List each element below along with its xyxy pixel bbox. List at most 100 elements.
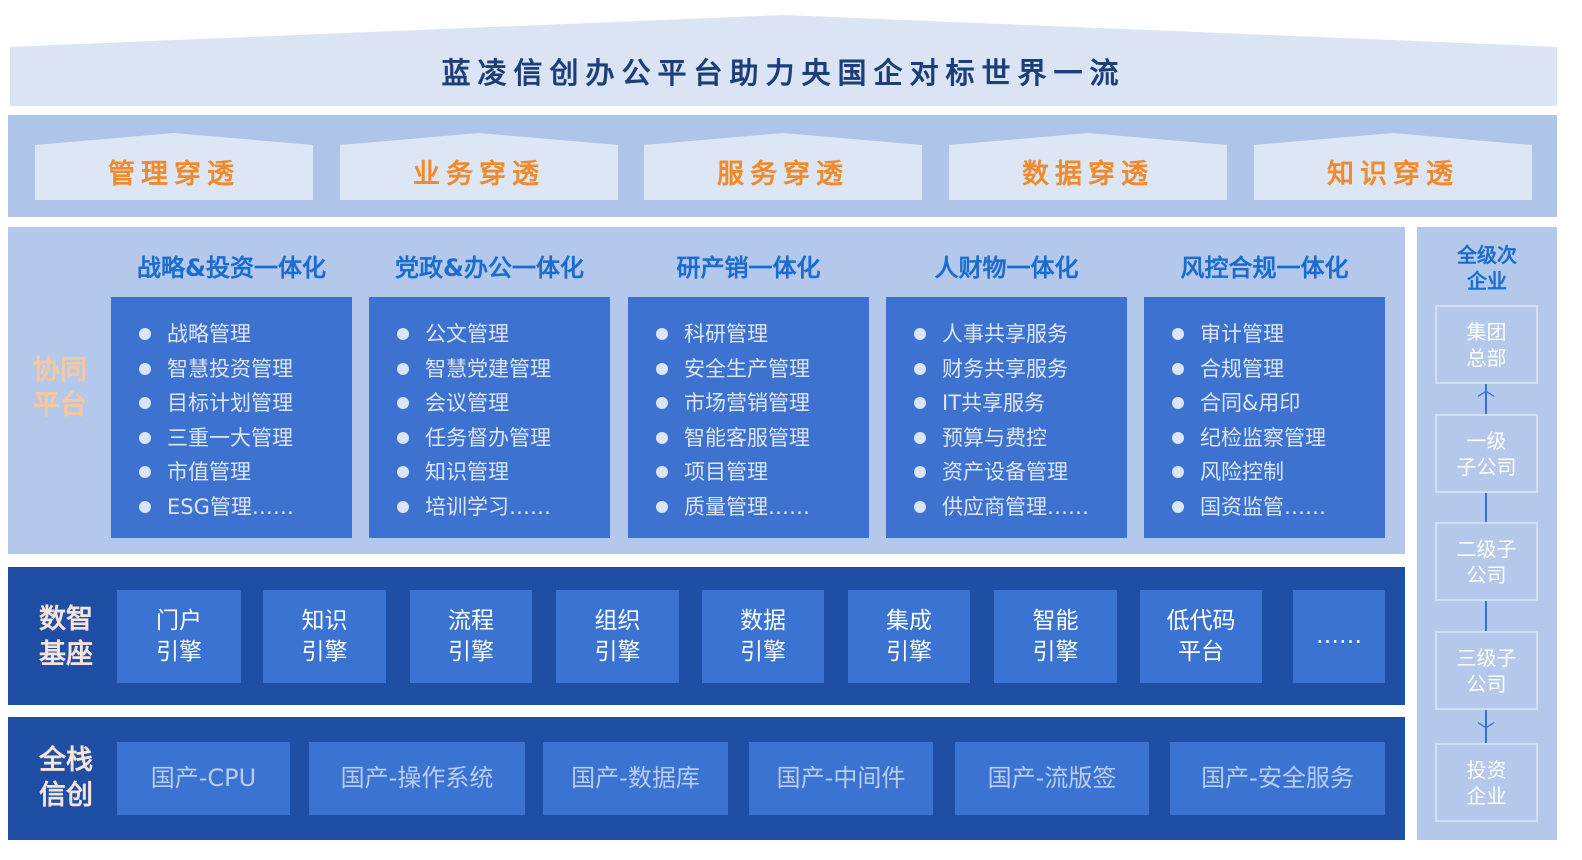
list-item: 纪检监察管理 <box>1172 421 1385 456</box>
item-label: 人事共享服务 <box>942 322 1068 346</box>
column-title: 人财物一体化 <box>934 254 1079 282</box>
label-line: 一级 <box>1466 428 1507 453</box>
item-label: 财务共享服务 <box>942 356 1068 381</box>
list-item: 供应商管理…… <box>914 490 1127 525</box>
hierarchy-level: 三级子公司 <box>1435 631 1538 710</box>
list-item: 财务共享服务 <box>914 352 1127 387</box>
engine-label: 知识引擎 <box>302 606 348 668</box>
item-label: 会议管理 <box>425 391 509 415</box>
hierarchy-title: 全级次企业 <box>1417 242 1557 294</box>
engine-cell: 数据引擎 <box>702 590 824 683</box>
list-item: 会议管理 <box>397 386 610 421</box>
arrow-down-icon: ﹀ <box>1477 721 1495 742</box>
engine-label: 门户引擎 <box>156 606 202 668</box>
collab-platform-label: 协同平台 <box>22 353 98 423</box>
pillar-management: 管理穿透 <box>35 133 313 200</box>
bullet-icon <box>656 500 668 513</box>
label-line: 投资 <box>1466 757 1507 782</box>
label-line: 二级子 <box>1456 536 1517 561</box>
label-line: 集团 <box>1466 319 1507 344</box>
hierarchy-section <box>1417 227 1557 840</box>
bullet-icon <box>656 397 668 410</box>
item-label: 三重一大管理 <box>167 425 293 450</box>
label-line: 流程 <box>448 607 494 634</box>
bullet-icon <box>397 328 409 341</box>
pillar-business: 业务穿透 <box>340 133 618 200</box>
label-line: 协同 <box>33 355 87 386</box>
label-line: 集成 <box>886 607 932 634</box>
engine-label: 集成引擎 <box>886 606 932 668</box>
label-line: 企业 <box>1467 269 1507 293</box>
bullet-icon <box>139 328 151 341</box>
list-item: 战略管理 <box>139 317 352 352</box>
item-label: 公文管理 <box>425 322 509 346</box>
label-line: 引擎 <box>156 638 202 665</box>
bullet-icon <box>914 362 926 375</box>
label-line: 信创 <box>39 780 93 811</box>
label-line: 数据 <box>740 607 786 634</box>
engine-cell: 流程引擎 <box>410 590 532 683</box>
engine-label: 组织引擎 <box>595 606 641 668</box>
arrow-up-icon: ︿ <box>1477 380 1495 401</box>
list-item: 任务督办管理 <box>397 421 610 456</box>
label-line: 平台 <box>1178 638 1224 665</box>
list-item: 知识管理 <box>397 455 610 490</box>
item-label: 市值管理 <box>167 460 251 484</box>
bullet-icon <box>1172 328 1184 341</box>
list-item: 智慧投资管理 <box>139 352 352 387</box>
bullet-icon <box>656 362 668 375</box>
label-line: 总部 <box>1466 345 1507 370</box>
bullet-icon <box>1172 500 1184 513</box>
list-item: 安全生产管理 <box>656 352 869 387</box>
bullet-icon <box>914 466 926 479</box>
item-label: 预算与费控 <box>942 425 1047 450</box>
item-label: 市场营销管理 <box>684 391 810 415</box>
item-label: 智慧党建管理 <box>425 356 551 381</box>
list-item: 审计管理 <box>1172 317 1385 352</box>
list-item: 风险控制 <box>1172 455 1385 490</box>
label-line: 引擎 <box>448 638 494 665</box>
label-line: 全栈 <box>39 745 93 776</box>
engine-cell: 低代码平台 <box>1140 590 1262 683</box>
label-line: 智能 <box>1032 607 1079 634</box>
hierarchy-level: 二级子公司 <box>1435 522 1538 601</box>
list-item: 目标计划管理 <box>139 386 352 421</box>
label-line: 数智 <box>39 604 93 635</box>
column-box: 审计管理合规管理合同&用印纪检监察管理风险控制国资监管…… <box>1144 297 1385 538</box>
list-item: 国资监管…… <box>1172 490 1385 525</box>
list-item: 培训学习…… <box>397 490 610 525</box>
list-item: 公文管理 <box>397 317 610 352</box>
label-line: 知识 <box>301 607 348 634</box>
pillar-data: 数据穿透 <box>949 133 1227 200</box>
engine-cell: 智能引擎 <box>994 590 1117 683</box>
bullet-icon <box>914 431 926 444</box>
list-item: 质量管理…… <box>656 490 869 525</box>
item-label: 智慧投资管理 <box>167 356 293 381</box>
bullet-icon <box>656 431 668 444</box>
item-label: 纪检监察管理 <box>1200 425 1326 450</box>
list-item: 市场营销管理 <box>656 386 869 421</box>
column-title: 战略&投资一体化 <box>137 254 326 282</box>
bullet-icon <box>656 328 668 341</box>
list-item: 市值管理 <box>139 455 352 490</box>
label-line: 平台 <box>33 390 87 421</box>
stack-cell: 国产-安全服务 <box>1170 742 1385 815</box>
label-line: 引擎 <box>886 638 932 665</box>
item-label: 国资监管…… <box>1200 494 1326 519</box>
bullet-icon <box>397 466 409 479</box>
item-label: 科研管理 <box>684 322 768 346</box>
item-label: 风险控制 <box>1200 460 1284 484</box>
list-item: 智慧党建管理 <box>397 352 610 387</box>
item-label: 审计管理 <box>1200 322 1284 346</box>
item-label: 合规管理 <box>1200 356 1284 381</box>
page-title: 蓝凌信创办公平台助力央国企对标世界一流 <box>441 56 1126 90</box>
column-title: 风控合规一体化 <box>1180 254 1349 282</box>
stack-cell: 国产-流版签 <box>955 742 1149 815</box>
stack-cell: 国产-数据库 <box>543 742 728 815</box>
engine-cell: 组织引擎 <box>556 590 679 683</box>
engine-cell: 知识引擎 <box>263 590 386 683</box>
item-label: 质量管理…… <box>684 494 810 519</box>
list-item: 三重一大管理 <box>139 421 352 456</box>
label-line: 组织 <box>594 607 641 634</box>
